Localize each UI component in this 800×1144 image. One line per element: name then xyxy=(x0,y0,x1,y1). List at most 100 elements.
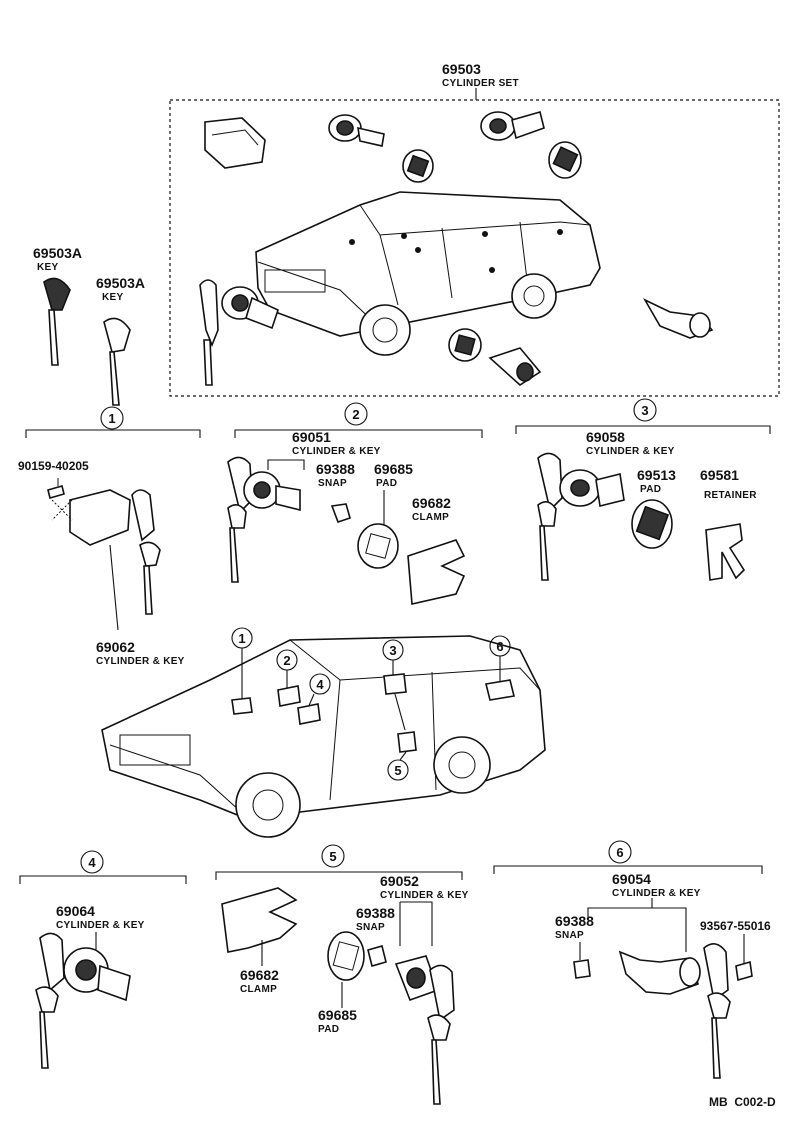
car-callout-6-text: 6 xyxy=(496,639,503,654)
s1-key-head-1 xyxy=(131,489,155,542)
s3-pad-number: 69513 xyxy=(637,467,676,483)
set-pad-icon-3 xyxy=(448,328,482,362)
section-4-parts: 69064 CYLINDER & KEY xyxy=(35,903,145,1069)
s5-pad-icon xyxy=(327,931,365,981)
key-a1-desc: KEY xyxy=(37,262,58,273)
section-6-number: 6 xyxy=(616,845,623,860)
s5-snap-desc: SNAP xyxy=(356,922,385,933)
s2-cyl-number: 69051 xyxy=(292,429,331,445)
section-5-number: 5 xyxy=(329,849,336,864)
section-2-number: 2 xyxy=(352,407,359,422)
s6-snap-number: 69388 xyxy=(555,913,594,929)
s2-pad-number: 69685 xyxy=(374,461,413,477)
s5-pad-desc: PAD xyxy=(318,1024,339,1035)
s2-pad-icon xyxy=(357,523,399,569)
key-a2-head-icon xyxy=(103,317,131,353)
section-6-header: 6 xyxy=(493,840,763,874)
center-car-illustration: 1 2 4 3 5 6 xyxy=(101,627,546,838)
section-3-header: 3 xyxy=(515,398,771,434)
car-callout-3-text: 3 xyxy=(389,643,396,658)
s6-screw-number: 93567-55016 xyxy=(700,919,771,933)
car-callout-4-text: 4 xyxy=(316,677,324,692)
car-callout-5-text: 5 xyxy=(394,763,401,778)
set-cylinder-icon-1 xyxy=(328,114,385,147)
section-6-parts: 69054 CYLINDER & KEY 69388 SNAP 93567-55… xyxy=(555,871,771,1079)
s6-key-head xyxy=(703,943,729,1002)
car-callout-2-text: 2 xyxy=(283,653,290,668)
s1-bolt-icon xyxy=(47,485,65,499)
s1-key-blade xyxy=(143,565,153,615)
s2-pad-desc: PAD xyxy=(376,478,397,489)
section-3-number: 3 xyxy=(641,403,648,418)
s3-cyl-desc: CYLINDER & KEY xyxy=(586,446,675,457)
s5-clamp-icon xyxy=(221,887,298,953)
s2-clamp-icon xyxy=(407,539,466,605)
s6-cyl-desc: CYLINDER & KEY xyxy=(612,888,701,899)
s6-snap-icon xyxy=(573,959,591,979)
s3-cyl-number: 69058 xyxy=(586,429,625,445)
s1-key-head-2 xyxy=(139,541,161,567)
key-a2-number: 69503A xyxy=(96,275,145,291)
section-5-header: 5 xyxy=(215,844,463,880)
key-a2-blade xyxy=(109,351,120,406)
s3-ret-number: 69581 xyxy=(700,467,739,483)
cylinder-set-box xyxy=(169,99,780,397)
key-69503a-right: 69503A KEY xyxy=(96,275,145,406)
section-5-parts: 69052 CYLINDER & KEY 69682 CLAMP 69388 S… xyxy=(221,873,469,1105)
cylinder-set-group: 69503 CYLINDER SET xyxy=(169,61,780,397)
s5-key-blade xyxy=(431,1039,441,1105)
set-bracket-icon xyxy=(204,117,266,169)
car-callout-4 xyxy=(309,673,331,695)
section-4-header: 4 xyxy=(19,850,187,884)
s6-key-blade xyxy=(711,1017,721,1079)
s6-cylinder-icon xyxy=(618,950,699,995)
s4-key-head xyxy=(39,932,65,992)
s5-snap-icon xyxy=(367,945,387,967)
s4-cyl-desc: CYLINDER & KEY xyxy=(56,920,145,931)
s2-snap-number: 69388 xyxy=(316,461,355,477)
s6-screw-icon xyxy=(735,960,753,982)
section-1-header: 1 xyxy=(25,406,201,438)
key-a1-blade xyxy=(48,309,59,366)
s3-retainer-icon xyxy=(705,523,746,581)
section-3-parts: 69058 CYLINDER & KEY 69513 PAD 69581 RET… xyxy=(537,429,757,581)
s5-clamp-number: 69682 xyxy=(240,967,279,983)
s6-cyl-number: 69054 xyxy=(612,871,651,887)
set-part-number: 69503 xyxy=(442,61,481,77)
s5-cyl-number: 69052 xyxy=(380,873,419,889)
s1-cyl-number: 69062 xyxy=(96,639,135,655)
s4-cyl-number: 69064 xyxy=(56,903,95,919)
s5-clamp-desc: CLAMP xyxy=(240,984,277,995)
set-description: CYLINDER SET xyxy=(442,78,519,89)
s3-ret-desc: RETAINER xyxy=(704,490,757,501)
key-a1-number: 69503A xyxy=(33,245,82,261)
s2-snap-desc: SNAP xyxy=(318,478,347,489)
s2-clamp-desc: CLAMP xyxy=(412,512,449,523)
section-1-number: 1 xyxy=(108,411,115,426)
s2-snap-icon xyxy=(330,503,351,524)
s2-key-blade xyxy=(229,527,239,583)
section-2-header: 2 xyxy=(234,402,483,438)
set-cylinder-icon-2 xyxy=(480,111,545,141)
s5-pad-number: 69685 xyxy=(318,1007,357,1023)
s6-snap-desc: SNAP xyxy=(555,930,584,941)
s5-snap-number: 69388 xyxy=(356,905,395,921)
section-4-number: 4 xyxy=(88,855,96,870)
footer-code: MB C002-D xyxy=(709,1095,776,1109)
set-cylinder-icon-3 xyxy=(488,347,542,387)
set-car-illustration xyxy=(255,191,601,356)
s2-clamp-number: 69682 xyxy=(412,495,451,511)
s5-key-head xyxy=(429,964,455,1022)
s1-bracket-icon xyxy=(69,489,131,546)
set-pad-icon-2 xyxy=(548,141,582,179)
s2-cyl-desc: CYLINDER & KEY xyxy=(292,446,381,457)
s3-key-head xyxy=(537,452,563,512)
section-2-parts: 69051 CYLINDER & KEY 69388 SNAP 69685 PA… xyxy=(227,429,466,605)
s3-key-blade xyxy=(539,525,549,581)
s5-cyl-desc: CYLINDER & KEY xyxy=(380,890,469,901)
car-callout-5 xyxy=(387,759,409,781)
s3-pad-desc: PAD xyxy=(640,484,661,495)
s1-cyl-desc: CYLINDER & KEY xyxy=(96,656,185,667)
